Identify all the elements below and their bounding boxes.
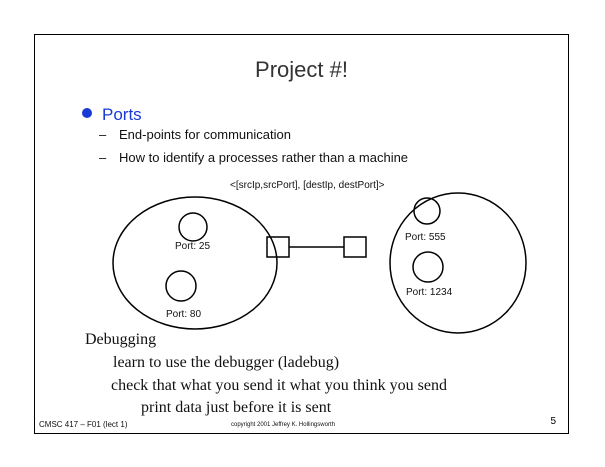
notes-line: check that what you send it what you thi… (111, 377, 447, 394)
right-port-circle (412, 251, 444, 283)
port-diagram: <[srcIp,srcPort], [destIp, destPort]> Po… (112, 180, 527, 334)
left-socket-box (266, 236, 290, 258)
tuple-label: <[srcIp,srcPort], [destIp, destPort]> (230, 180, 385, 191)
notes-line: print data just before it is sent (141, 399, 332, 416)
slide-title: Project #! (255, 57, 348, 82)
right-port-label: Port: 555 (405, 232, 446, 243)
left-port-circle (178, 212, 208, 242)
left-port-label: Port: 25 (175, 241, 210, 252)
right-host-circle (389, 192, 527, 334)
sub-bullet-text: End-points for communication (119, 127, 291, 142)
bullet-label: Ports (102, 105, 142, 124)
bullet-dot-icon (82, 108, 92, 118)
left-host-circle (112, 196, 278, 330)
right-port-circle (413, 197, 441, 225)
sub-bullet-text: How to identify a processes rather than … (119, 150, 409, 165)
footer-copyright: copyright 2001 Jeffrey K. Hollingsworth (231, 422, 335, 428)
footer-course: CMSC 417 – F01 (lect 1) (39, 420, 128, 429)
notes-heading: Debugging (85, 331, 157, 348)
dash-marker: – (99, 150, 107, 165)
sub-bullet-2: –How to identify a processes rather than… (99, 150, 408, 165)
notes-line: learn to use the debugger (ladebug) (113, 354, 340, 371)
right-socket-box (343, 236, 367, 258)
slide: Project #! Ports –End-points for communi… (34, 34, 569, 434)
page-number: 5 (550, 416, 556, 427)
right-port-label: Port: 1234 (406, 287, 453, 298)
left-port-label: Port: 80 (166, 309, 201, 320)
dash-marker: – (99, 127, 107, 142)
sub-bullet-1: –End-points for communication (99, 127, 291, 142)
left-port-circle (165, 270, 197, 302)
bullet-ports: Ports (82, 105, 142, 125)
